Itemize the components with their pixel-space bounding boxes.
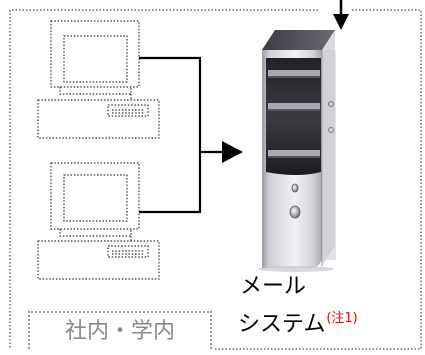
server-tower-icon xyxy=(258,30,336,272)
server-label-line1: メール xyxy=(240,274,307,299)
pc-to-server-connector xyxy=(139,56,226,214)
footnote-marker: (注1) xyxy=(326,311,358,326)
server-label-line2: システム(注1) xyxy=(238,306,358,338)
server-label-text: システム xyxy=(238,312,326,337)
intranet-label: 社内・学内 xyxy=(28,311,212,349)
desktop-pc-icon xyxy=(37,20,160,139)
connector-arrowhead xyxy=(222,141,243,163)
incoming-arrow xyxy=(333,0,349,30)
desktop-pc-icon xyxy=(37,162,160,280)
intranet-boundary xyxy=(9,9,422,350)
